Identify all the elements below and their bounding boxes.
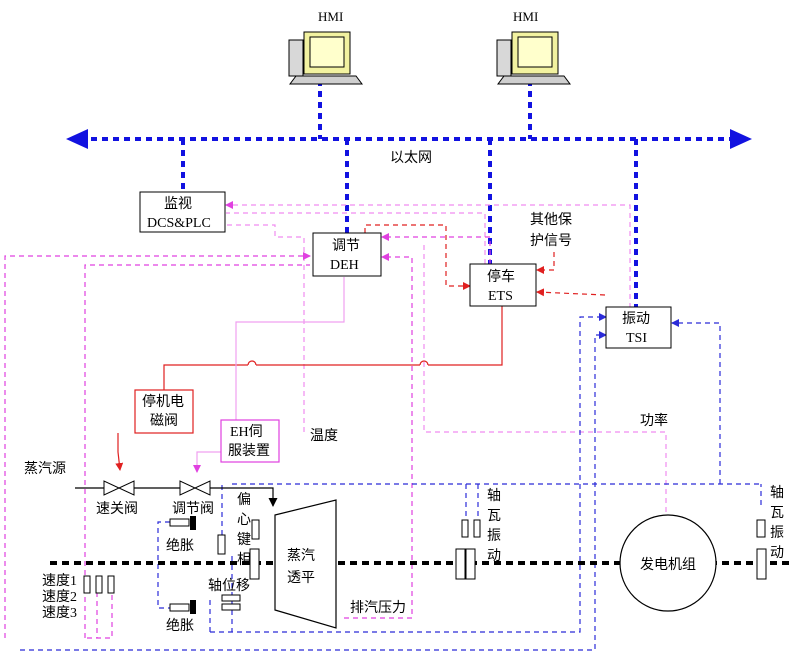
expansion-sensor-icon [169,516,196,530]
bearing-icon [455,548,476,580]
bearing-icon [756,548,767,580]
tsi-subtitle: TSI [626,331,647,346]
eccentric-sensor-icon [217,519,260,555]
speed-1-label: 速度1 [42,573,77,589]
hmi-left-label: HMI [318,9,343,24]
eccentric-label: 心 [237,512,251,528]
control-valve-label: 调节阀 [172,501,214,517]
hmi-right-label: HMI [513,9,538,24]
ets-title: 停车 [487,268,515,285]
turbine-line2: 透平 [287,570,315,586]
quick-close-valve-icon[interactable] [103,480,135,496]
dcs-signal-lines [225,201,667,512]
hmi-computer-icon [496,31,571,85]
tsi-box[interactable]: 振动 TSI [605,306,672,349]
control-valve-icon[interactable] [179,480,211,496]
steam-source-label: 蒸汽源 [24,461,66,477]
eh-servo-line2: 服装置 [228,443,270,459]
eccentric-label: 相 [237,552,251,568]
stop-solenoid-box[interactable]: 停机电 磁阀 [134,389,194,434]
eccentric-label: 键 [237,532,251,548]
ethernet-label: 以太网 [390,150,432,166]
speed-sensor-icon [83,575,115,594]
bearing-icon [249,548,260,580]
generator-label: 发电机组 [640,557,696,573]
vibration-sensor-icon [756,519,766,538]
expansion-sensor-icon [169,600,196,614]
axial-displacement-label: 轴位移 [208,578,250,594]
bearing-vibration-label: 振 [487,528,501,544]
deh-signal-lines [4,233,491,639]
tsi-title: 振动 [622,311,650,327]
eh-servo-box[interactable]: EH伺 服装置 [220,419,280,463]
vibration-sensor-icon [461,519,481,538]
speed-3-label: 速度3 [42,605,77,621]
deh-subtitle: DEH [330,258,359,273]
trip-line [115,306,503,471]
bearing-vibration-label: 瓦 [770,506,784,521]
deh-title: 调节 [332,238,360,254]
stop-solenoid-line1: 停机电 [142,393,184,410]
dcs-plc-box[interactable]: 监视 DCS&PLC [139,191,226,233]
expansion-label-top: 绝胀 [166,538,194,554]
bearing-vibration-label: 振 [770,525,784,541]
stop-solenoid-line2: 磁阀 [150,413,178,429]
eccentric-label: 偏 [237,492,251,508]
bearing-vibration-label: 动 [487,548,501,564]
axial-displacement-sensor-icon [221,594,241,611]
speed-2-label: 速度2 [42,589,77,605]
deh-box[interactable]: 调节 DEH [312,232,382,277]
steam-line [75,487,278,507]
expansion-label-bottom: 绝胀 [166,618,194,634]
servo-line [193,277,345,473]
steam-turbine[interactable]: 蒸汽 透平 [274,499,337,629]
temperature-label: 温度 [310,428,338,444]
quick-valve-label: 速关阀 [96,501,138,517]
eh-servo-line1: EH伺 [230,424,263,440]
dcs-plc-subtitle: DCS&PLC [147,216,211,231]
bearing-vibration-label: 瓦 [487,509,501,524]
bearing-vibration-label: 轴 [487,488,501,504]
turbine-line1: 蒸汽 [287,548,315,564]
power-label: 功率 [640,412,668,429]
ets-signal-lines [364,224,606,297]
bearing-vibration-label: 轴 [770,485,784,501]
ets-subtitle: ETS [488,289,513,304]
bearing-vibration-label: 动 [770,545,784,561]
exhaust-pressure-label: 排汽压力 [350,600,406,616]
other-protection-line2: 护信号 [530,233,572,249]
hmi-computer-icon [288,31,363,85]
ets-box[interactable]: 停车 ETS [469,263,537,307]
dcs-plc-title: 监视 [164,196,192,212]
other-protection-line1: 其他保 [530,212,572,228]
generator[interactable]: 发电机组 [619,514,717,612]
